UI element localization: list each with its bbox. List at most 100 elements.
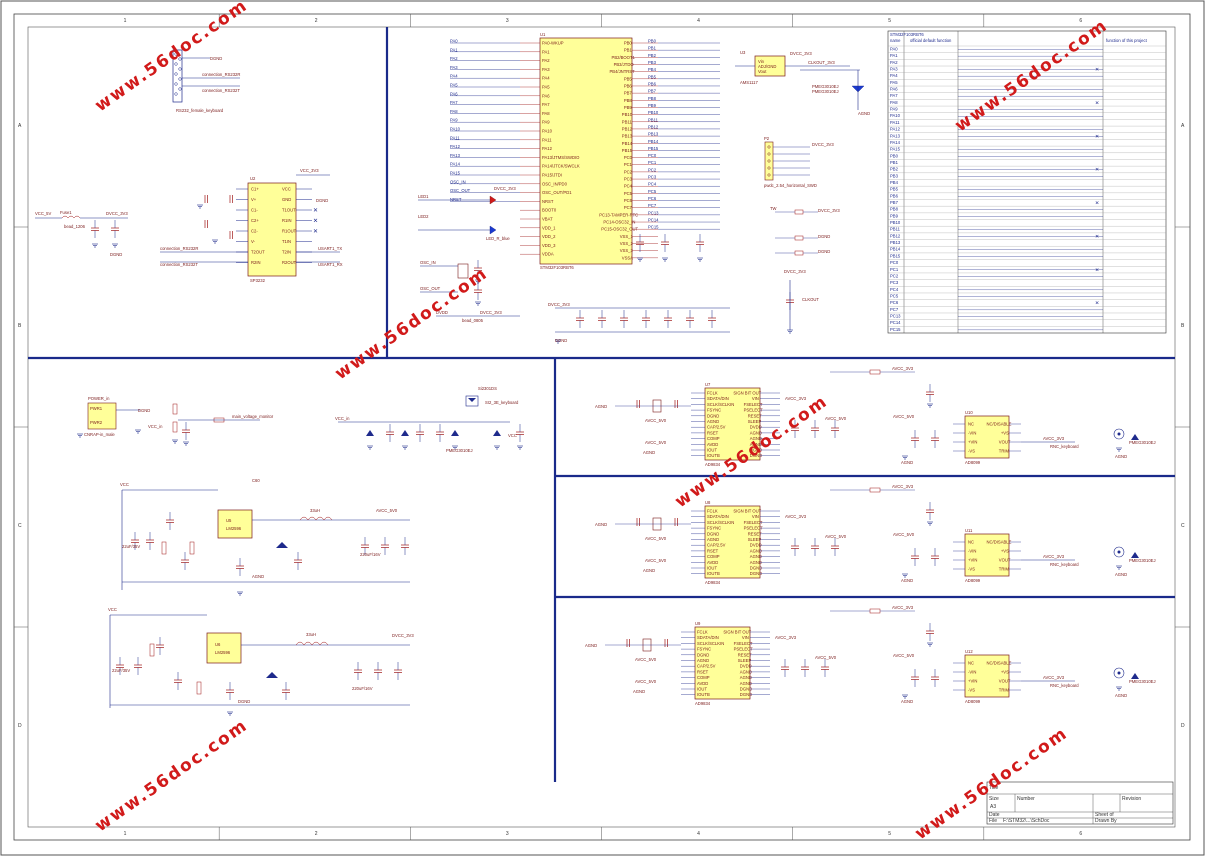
svg-text:AVDD: AVDD — [707, 442, 718, 447]
buck1-inductor: 33uH — [310, 508, 320, 513]
svg-text:PC4: PC4 — [648, 182, 657, 187]
buffer-chip — [964, 415, 1010, 459]
dds-sections: U7AD9834FCLKSDATA/DINSCLK/SCLKINFSYNCDGN… — [585, 366, 1156, 706]
mcu-right-pin: PB9 — [624, 105, 633, 110]
svg-text:AVCC_5V0: AVCC_5V0 — [893, 532, 915, 537]
mcu-right-pin: VSSA — [622, 255, 633, 260]
mcu-right-pin: PB6 — [624, 83, 633, 88]
tb-date: Date — [989, 812, 1000, 818]
tb-number: Number — [1017, 796, 1035, 802]
mcu-left-pin: PA4 — [542, 76, 550, 81]
pin-table-row: PA15 — [890, 147, 901, 152]
svg-text:R1OUT: R1OUT — [282, 229, 297, 234]
pin-table-row: PC0 — [890, 260, 899, 265]
mcu-ref: U1 — [540, 32, 546, 37]
mcu-right-pin: PB8 — [624, 98, 633, 103]
svg-text:AGND: AGND — [1115, 454, 1127, 459]
svg-text:NC: NC — [968, 661, 974, 666]
decoupling-gnd: DGND — [555, 338, 567, 343]
pin-table-row: PA13 — [890, 133, 901, 138]
svg-text:NC/DISABLE: NC/DISABLE — [987, 540, 1012, 545]
mcu-right-pin: PC1 — [624, 162, 633, 167]
svg-text:DVCC_3V3: DVCC_3V3 — [812, 142, 834, 147]
svg-text:AVCC_5V0: AVCC_5V0 — [645, 418, 667, 423]
swd-ref: P2 — [764, 136, 770, 141]
svg-text:PB14: PB14 — [648, 139, 659, 144]
pin-table-row: PB14 — [890, 247, 901, 252]
svg-text:PA1: PA1 — [450, 47, 458, 52]
svg-text:PB5: PB5 — [648, 74, 657, 79]
svg-text:R2OUT: R2OUT — [282, 260, 297, 265]
svg-text:TRIM: TRIM — [999, 449, 1010, 454]
svg-text:DVCC_3V3: DVCC_3V3 — [818, 208, 840, 213]
svg-text:AVCC_5V0: AVCC_5V0 — [825, 416, 847, 421]
tb-file-value: F:\STM32\...\SchDoc — [1003, 818, 1050, 824]
svg-text:✕: ✕ — [1095, 267, 1099, 273]
pin-table-row: PB12 — [890, 233, 901, 238]
svg-text:+VIN: +VIN — [968, 440, 977, 445]
svg-text:✕: ✕ — [1095, 100, 1099, 106]
decoupling-supply: DVCC_3V3 — [548, 302, 570, 307]
svg-text:CAP/2.5V: CAP/2.5V — [697, 664, 716, 669]
sp3232-supply: VCC_3V3 — [300, 168, 319, 173]
svg-text:AVCC_3V3: AVCC_3V3 — [775, 635, 797, 640]
pin-table-row: PC5 — [890, 293, 899, 298]
mcu-right-pin: PC14-OSC32_IN — [603, 220, 635, 225]
svg-text:FCLK: FCLK — [707, 509, 718, 514]
svg-text:-VS: -VS — [968, 449, 975, 454]
svg-text:AGND: AGND — [750, 548, 762, 553]
mcu-section: U1 STM32F103RBT6 PA0-WKUPPA0PA1PA1PA2PA2… — [418, 32, 870, 344]
buffer-chip — [964, 654, 1010, 698]
svg-text:C1-: C1- — [251, 208, 258, 213]
mcu-left-pin: OSC_IN/PD0 — [542, 181, 568, 186]
svg-text:V+: V+ — [251, 197, 257, 202]
svg-text:PB10: PB10 — [648, 110, 659, 115]
mcu-right-pin: PB2/BOOT1 — [612, 55, 636, 60]
pin-table-row: PA14 — [890, 140, 901, 145]
svg-text:+VIN: +VIN — [968, 558, 977, 563]
rs232-section: RS232_female_keyboard connection_RS232R … — [35, 49, 343, 283]
pin-table-row: PA8 — [890, 100, 898, 105]
svg-text:AGND: AGND — [633, 689, 645, 694]
mcu-left-pin: VDD_3 — [542, 243, 556, 248]
svg-text:AGND: AGND — [707, 419, 719, 424]
clkout-net: CLKOUT — [802, 297, 819, 302]
svg-text:PB7: PB7 — [648, 89, 657, 94]
svg-text:ADJ/GND: ADJ/GND — [758, 64, 776, 69]
mcu-right-pin: PC7 — [624, 205, 633, 210]
svg-text:PA0: PA0 — [450, 39, 458, 44]
pin-table-row: PB0 — [890, 153, 899, 158]
mcu-left-pin: PA0-WKUP — [542, 41, 564, 46]
rnc-label: RNC_keyboard — [1050, 562, 1079, 567]
svg-text:DGND: DGND — [750, 448, 762, 453]
svg-text:✕: ✕ — [313, 218, 318, 225]
svg-text:SIGN BIT OUT: SIGN BIT OUT — [733, 509, 761, 514]
mcu-right-pin: PB12 — [622, 126, 633, 131]
mcu-left-pin: NRST — [542, 199, 554, 204]
pin-table-row: PA4 — [890, 73, 898, 78]
vdd-net: DVDD — [436, 310, 448, 315]
dds-ref: U8 — [705, 500, 711, 505]
border-row-C: C — [18, 523, 22, 529]
tb-title: Title — [989, 785, 998, 791]
svg-text:TRIM: TRIM — [999, 688, 1010, 693]
svg-text:PB2: PB2 — [648, 53, 657, 58]
svg-text:COMP: COMP — [697, 675, 710, 680]
svg-text:FSYNC: FSYNC — [697, 647, 711, 652]
border-row-right-B: B — [1181, 323, 1185, 329]
pin-table-row: PA0 — [890, 47, 898, 52]
svg-text:PB3: PB3 — [648, 60, 657, 65]
border-row-B: B — [18, 323, 22, 329]
svg-text:Vin: Vin — [758, 59, 765, 64]
pin-table-row: PC1 — [890, 267, 899, 272]
svg-text:AVCC_5V0: AVCC_5V0 — [645, 558, 667, 563]
svg-text:FSYNC: FSYNC — [707, 526, 721, 531]
svg-text:PB15: PB15 — [648, 146, 659, 151]
svg-text:PB6: PB6 — [648, 81, 657, 86]
svg-text:✕: ✕ — [313, 207, 318, 214]
border-row-A: A — [18, 123, 22, 129]
svg-text:AGND: AGND — [740, 681, 752, 686]
buffer-chip — [964, 533, 1010, 577]
svg-text:AVCC_3V3: AVCC_3V3 — [892, 605, 914, 610]
svg-text:DVCC_3V3: DVCC_3V3 — [106, 211, 128, 216]
